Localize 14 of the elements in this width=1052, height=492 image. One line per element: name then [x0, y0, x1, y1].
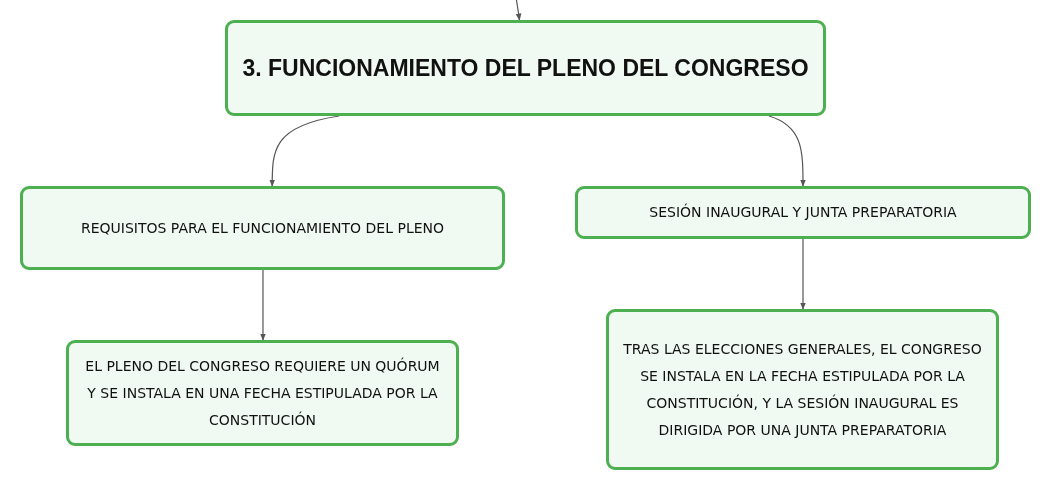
- arrow: [768, 115, 806, 187]
- arrow: [515, 0, 522, 21]
- node-text: EL PLENO DEL CONGRESO REQUIERE UN QUÓRUM Y SE INSTALA EN UNA FECHA ESTIPULADA POR LA CONSTITUCIÓN: [84, 356, 441, 430]
- topic-box: [225, 20, 826, 116]
- node-text: SESIÓN INAUGURAL Y JUNTA PREPARATORIA: [649, 202, 957, 222]
- subtopic-box: [66, 340, 459, 446]
- subtopic-box: [575, 186, 1031, 239]
- subtopic-box: [20, 186, 505, 270]
- topic-title: 3. FUNCIONAMIENTO DEL PLENO DEL CONGRESO: [242, 54, 809, 82]
- node-text: TRAS LAS ELECCIONES GENERALES, EL CONGRESO SE INSTALA EN LA FECHA ESTIPULADA POR LA CONSTITUCIÓN, Y LA SESIÓN INAUGURAL ES DIRIGIDA POR UNA JUNTA PREPARATORIA: [623, 339, 982, 440]
- node-text: REQUISITOS PARA EL FUNCIONAMIENTO DEL PLENO: [80, 218, 445, 238]
- arrow: [800, 238, 806, 310]
- subtopic-box: [606, 309, 999, 470]
- arrow: [260, 269, 266, 341]
